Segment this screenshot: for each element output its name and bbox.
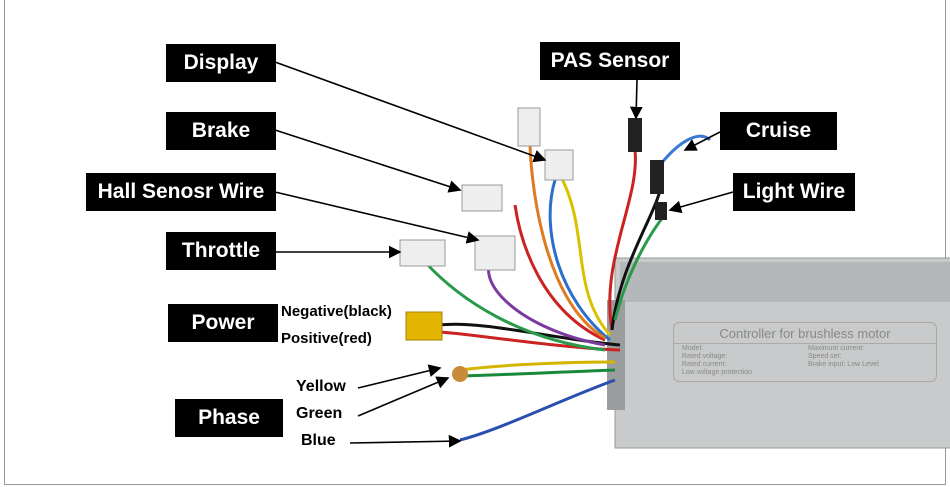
note-negative: Negative(black) [281,303,392,320]
label-light-wire: Light Wire [733,173,855,211]
label-cruise: Cruise [720,112,837,150]
nameplate-title: Controller for brushless motor [674,326,936,344]
nameplate-field: Maximum current: [808,345,865,352]
label-hall-sensor-wire: Hall Senosr Wire [86,173,276,211]
label-pas-sensor: PAS Sensor [540,42,680,80]
label-brake: Brake [166,112,276,150]
controller-nameplate: Controller for brushless motor Model: Ma… [673,322,937,382]
nameplate-field: Brake input: Low Level [808,361,879,368]
nameplate-field: Model: [682,345,704,352]
nameplate-field: Rated voltage: [682,353,728,360]
nameplate-field: Low voltage protection [682,369,753,376]
label-power: Power [168,304,278,342]
frame [4,0,946,485]
nameplate-field: Speed set: [808,353,842,360]
note-blue: Blue [301,432,336,449]
label-display: Display [166,44,276,82]
note-green: Green [296,405,343,422]
label-phase: Phase [175,399,283,437]
label-throttle: Throttle [166,232,276,270]
note-yellow: Yellow [296,378,346,395]
note-positive: Positive(red) [281,330,372,347]
pointer-arrows [274,61,734,448]
nameplate-field: Rated current: [682,361,727,368]
